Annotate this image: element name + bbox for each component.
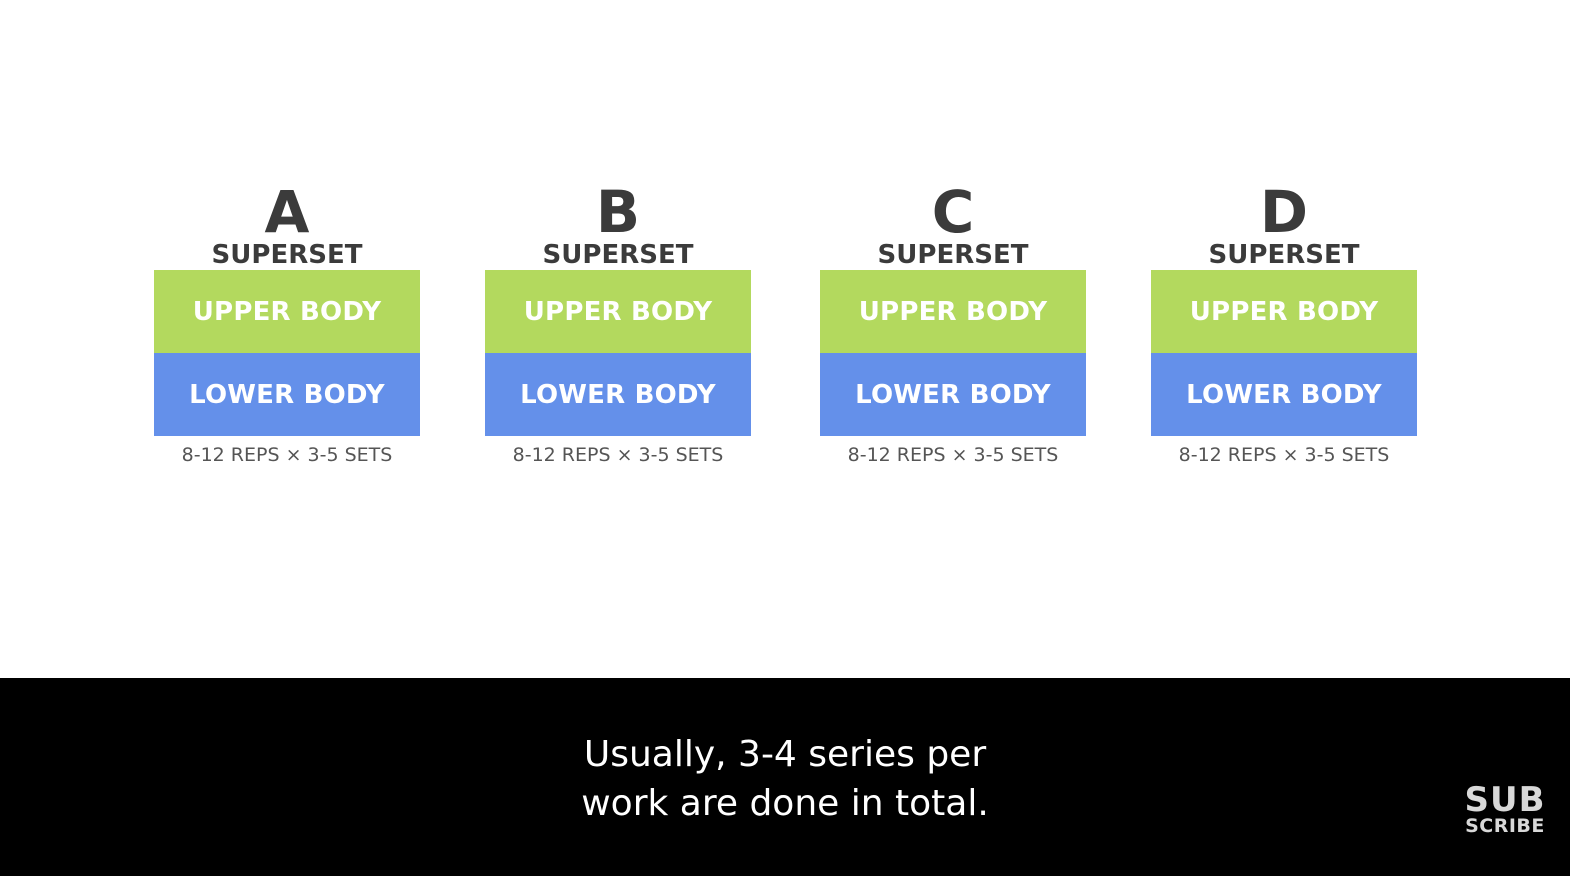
upper-body-block: UPPER BODY xyxy=(154,270,420,353)
upper-body-block: UPPER BODY xyxy=(485,270,751,353)
superset-letter: D xyxy=(1259,178,1309,246)
reps-sets-label: 8-12 REPS × 3-5 SETS xyxy=(181,444,393,466)
lower-body-block: LOWER BODY xyxy=(485,353,751,436)
subtitle-caption: Usually, 3-4 series per work are done in… xyxy=(0,730,1570,828)
lower-body-block: LOWER BODY xyxy=(154,353,420,436)
superset-letter: C xyxy=(931,178,975,246)
caption-line-1: Usually, 3-4 series per xyxy=(583,734,987,775)
superset-letter: B xyxy=(595,178,641,246)
caption-bar: Usually, 3-4 series per work are done in… xyxy=(0,678,1570,876)
lower-body-block: LOWER BODY xyxy=(1151,353,1417,436)
subscribe-watermark-line-1: SUB xyxy=(1464,780,1546,820)
superset-word: SUPERSET xyxy=(211,240,363,270)
upper-body-block: UPPER BODY xyxy=(820,270,1086,353)
reps-sets-label: 8-12 REPS × 3-5 SETS xyxy=(847,444,1059,466)
upper-body-block: UPPER BODY xyxy=(1151,270,1417,353)
superset-word: SUPERSET xyxy=(1208,240,1360,270)
superset-word: SUPERSET xyxy=(877,240,1029,270)
caption-line-2: work are done in total. xyxy=(581,783,989,824)
slide-area: A SUPERSET UPPER BODY LOWER BODY 8-12 RE… xyxy=(154,178,1417,466)
superset-c: C SUPERSET UPPER BODY LOWER BODY 8-12 RE… xyxy=(820,178,1086,466)
lower-body-block: LOWER BODY xyxy=(820,353,1086,436)
reps-sets-label: 8-12 REPS × 3-5 SETS xyxy=(512,444,724,466)
superset-word: SUPERSET xyxy=(542,240,694,270)
subscribe-watermark[interactable]: SUB SCRIBE xyxy=(1460,780,1550,837)
reps-sets-label: 8-12 REPS × 3-5 SETS xyxy=(1178,444,1390,466)
subscribe-watermark-line-2: SCRIBE xyxy=(1465,815,1545,837)
superset-d: D SUPERSET UPPER BODY LOWER BODY 8-12 RE… xyxy=(1151,178,1417,466)
superset-letter: A xyxy=(264,178,310,246)
superset-a: A SUPERSET UPPER BODY LOWER BODY 8-12 RE… xyxy=(154,178,420,466)
superset-b: B SUPERSET UPPER BODY LOWER BODY 8-12 RE… xyxy=(485,178,751,466)
